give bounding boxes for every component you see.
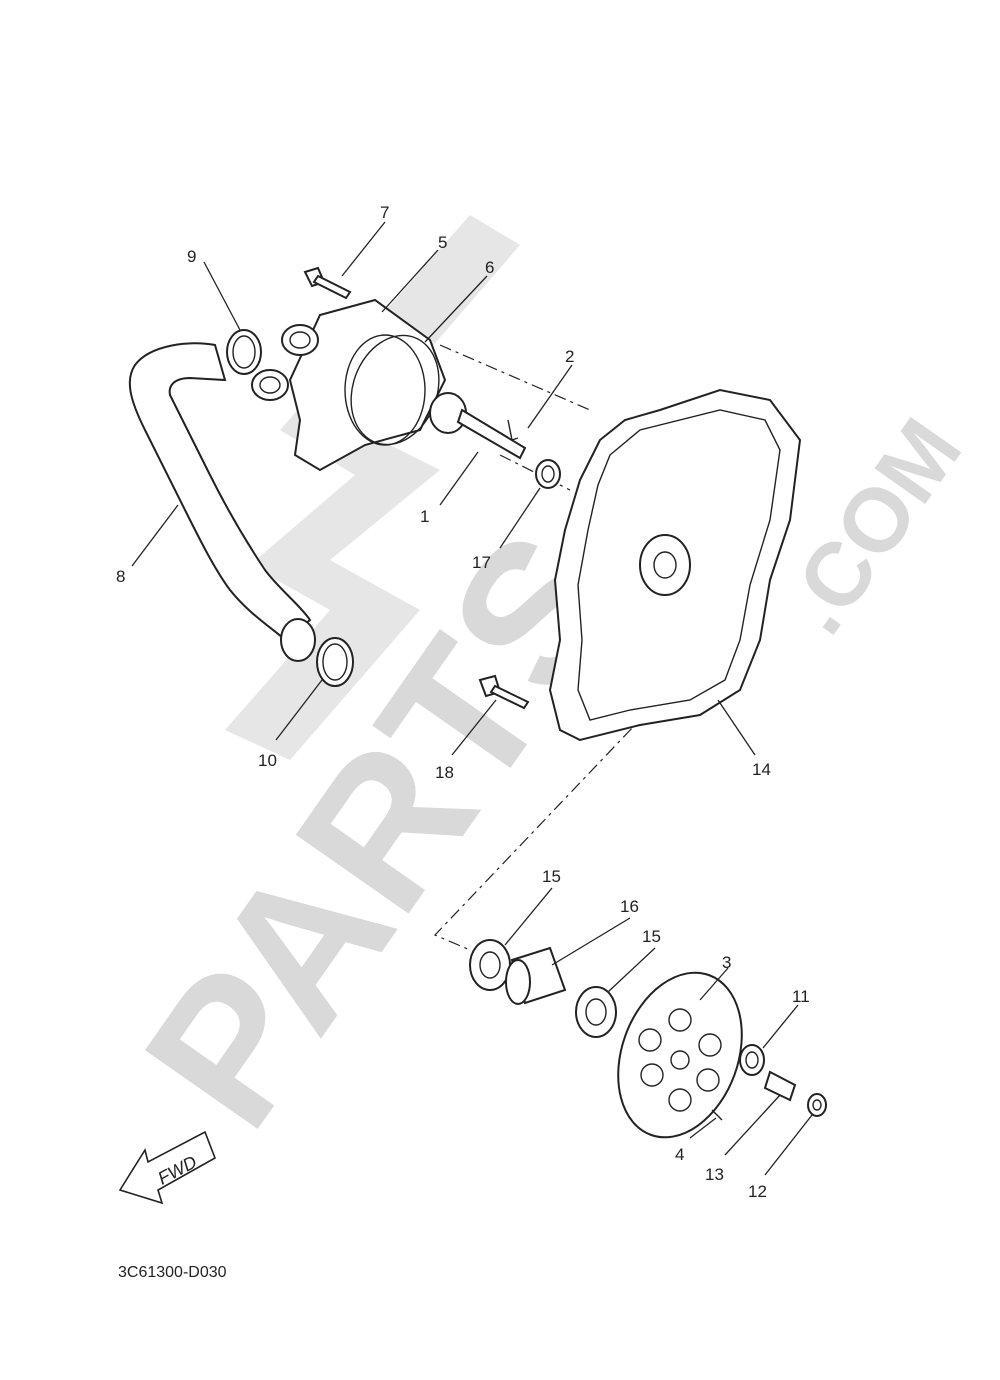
part-7-bolt xyxy=(303,266,352,300)
part-2-pin xyxy=(507,419,519,441)
housing-inlet-lower xyxy=(251,369,289,401)
cover-inner-rim xyxy=(577,409,781,721)
leader-lines xyxy=(131,221,813,1176)
cover-boss xyxy=(639,534,691,596)
callout-9: 9 xyxy=(187,247,196,266)
callout-12: 12 xyxy=(748,1182,767,1201)
part-12-washer xyxy=(807,1093,827,1117)
assembly-line-upper xyxy=(439,344,591,411)
callout-4: 4 xyxy=(675,1145,684,1164)
part-10-clamp xyxy=(316,637,354,687)
part-11-washer xyxy=(739,1044,765,1076)
part-16-collar xyxy=(505,946,567,1005)
callout-15a: 15 xyxy=(542,867,561,886)
part-5-pump-housing xyxy=(251,298,447,472)
diagram-code: 3C61300-D030 xyxy=(118,1264,227,1281)
callout-18: 18 xyxy=(435,763,454,782)
part-18-bolt xyxy=(478,674,530,710)
housing-inlet-upper xyxy=(281,324,319,356)
part-8-hose xyxy=(128,342,316,662)
callout-7: 7 xyxy=(380,203,389,222)
part-13-nut xyxy=(763,1070,797,1102)
part-17-seal xyxy=(535,459,561,489)
callout-numbers: 1 2 3 4 5 6 7 8 9 10 11 12 13 14 15 15 1… xyxy=(116,203,810,1201)
callout-6: 6 xyxy=(485,258,494,277)
callout-5: 5 xyxy=(438,233,447,252)
callout-16: 16 xyxy=(620,897,639,916)
callout-8: 8 xyxy=(116,567,125,586)
callout-3: 3 xyxy=(722,953,731,972)
callout-1: 1 xyxy=(420,507,429,526)
fwd-arrow-icon xyxy=(118,1130,216,1205)
part-14-cover xyxy=(548,388,802,742)
callout-15b: 15 xyxy=(642,927,661,946)
part-9-clamp xyxy=(226,329,262,375)
part-15-bearing-right xyxy=(575,986,617,1038)
callout-17: 17 xyxy=(472,553,491,572)
part-3-impeller xyxy=(617,971,743,1139)
watermark-swoosh-logo xyxy=(225,215,520,760)
hose-end xyxy=(280,618,316,662)
callout-13: 13 xyxy=(705,1165,724,1184)
part-1-impeller-shaft xyxy=(429,392,527,460)
part-15-bearing-left xyxy=(469,939,511,991)
callout-10: 10 xyxy=(258,751,277,770)
callout-14: 14 xyxy=(752,760,771,779)
part-4-pin xyxy=(711,1109,723,1121)
hose-outline xyxy=(128,342,312,642)
fwd-arrow: FWD xyxy=(118,1130,216,1205)
callout-2: 2 xyxy=(565,347,574,366)
callout-11: 11 xyxy=(792,987,810,1006)
